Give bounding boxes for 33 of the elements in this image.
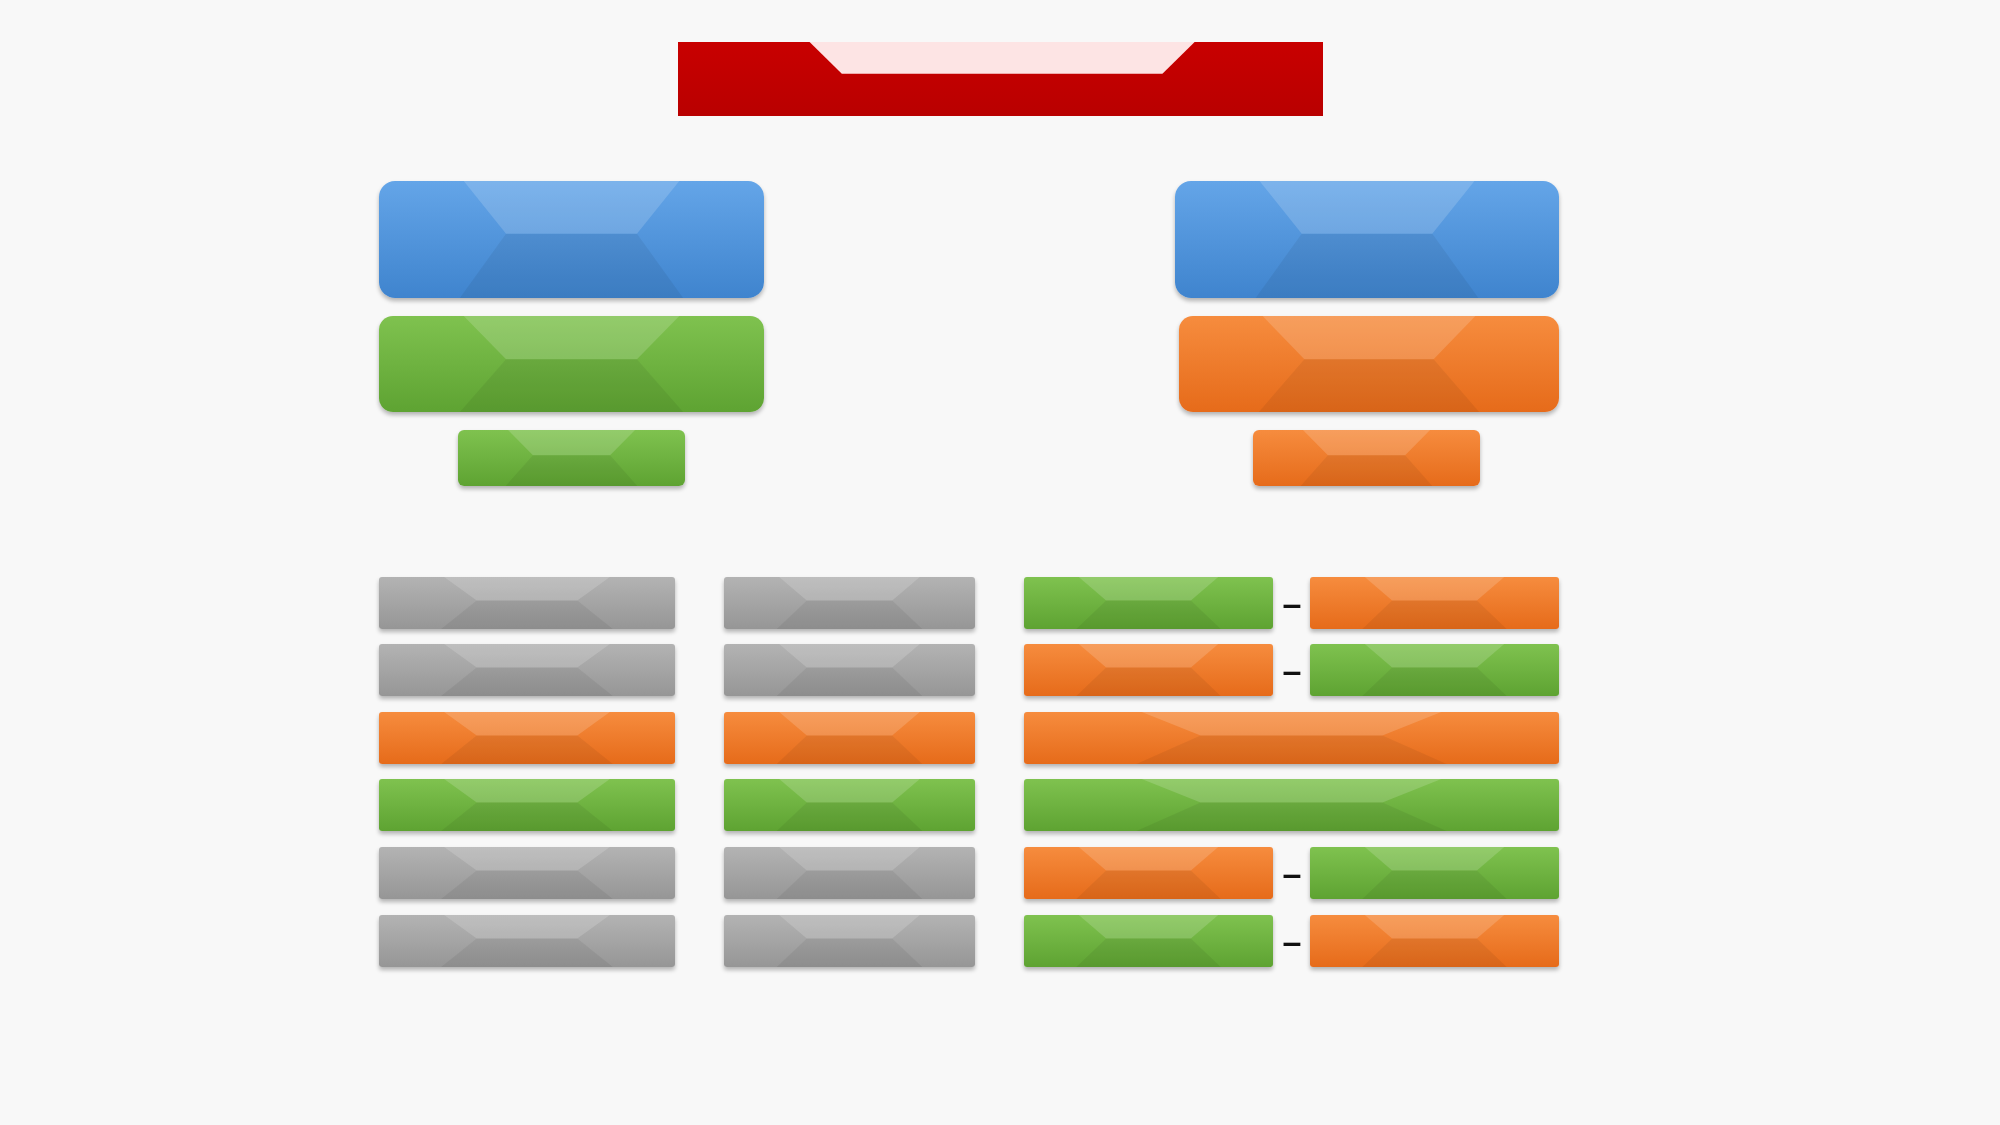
bar <box>379 915 675 967</box>
bar <box>1310 915 1559 967</box>
bar <box>1310 644 1559 696</box>
bar <box>724 577 975 629</box>
bar <box>1310 577 1559 629</box>
banner <box>678 42 1323 116</box>
bar <box>1024 644 1273 696</box>
panel <box>1179 316 1559 412</box>
dash-separator: – <box>1282 653 1302 687</box>
bar <box>724 847 975 899</box>
bar <box>379 577 675 629</box>
panel <box>458 430 685 486</box>
panel <box>379 316 764 412</box>
bar <box>379 712 675 764</box>
panel <box>1253 430 1480 486</box>
bar <box>1024 712 1559 764</box>
bar <box>1024 847 1273 899</box>
dash-separator: – <box>1282 586 1302 620</box>
bar <box>1024 779 1559 831</box>
panel <box>1175 181 1559 298</box>
bar <box>1024 915 1273 967</box>
panel <box>379 181 764 298</box>
bar <box>379 847 675 899</box>
dash-separator: – <box>1282 856 1302 890</box>
bar <box>379 644 675 696</box>
bar <box>1310 847 1559 899</box>
dash-separator: – <box>1282 924 1302 958</box>
bar <box>1024 577 1273 629</box>
bar <box>379 779 675 831</box>
bar <box>724 644 975 696</box>
bar <box>724 915 975 967</box>
bar <box>724 712 975 764</box>
bar <box>724 779 975 831</box>
